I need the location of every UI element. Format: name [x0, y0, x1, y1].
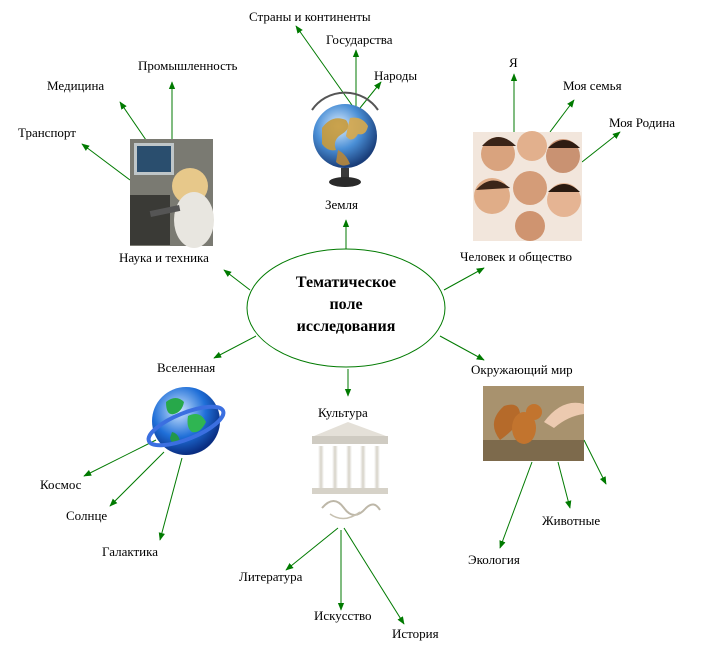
- arrow-history: [343, 527, 405, 625]
- center-line-1: Тематическое: [296, 274, 396, 291]
- label-human: Человек и общество: [460, 249, 572, 264]
- center-ellipse: [246, 248, 446, 368]
- label-states: Государства: [326, 32, 393, 47]
- label-industry: Промышленность: [138, 58, 238, 73]
- label-culture: Культура: [318, 405, 368, 420]
- label-history: История: [392, 626, 439, 641]
- squirrel-picture: [483, 386, 584, 461]
- label-sun: Солнце: [66, 508, 107, 523]
- label-homeland: Моя Родина: [609, 115, 675, 130]
- arrow-cosmos: [83, 439, 157, 477]
- arrow-center-universe: [213, 335, 257, 359]
- label-earth: Земля: [325, 197, 358, 212]
- arrow-world-extra: [583, 439, 607, 485]
- arrow-peoples: [359, 81, 382, 109]
- label-art: Искусство: [314, 608, 372, 623]
- arrow-medicine: [119, 101, 147, 141]
- label-me: Я: [509, 55, 518, 70]
- label-transport: Транспорт: [18, 125, 76, 140]
- label-literature: Литература: [239, 569, 303, 584]
- arrow-ecology: [499, 461, 533, 549]
- arrow-center-science: [223, 269, 251, 291]
- label-animals: Животные: [542, 513, 600, 528]
- label-cosmos: Космос: [40, 477, 82, 492]
- arrow-countries: [295, 25, 355, 109]
- center-line-3: исследования: [297, 318, 396, 335]
- arrow-center-human: [443, 267, 485, 291]
- hub-labels: Земля Наука и техника Человек и общество…: [119, 197, 573, 420]
- label-galaxy: Галактика: [102, 544, 158, 559]
- label-science: Наука и техника: [119, 250, 209, 265]
- arrows: [81, 25, 621, 625]
- label-family: Моя семья: [563, 78, 622, 93]
- center-node: Тематическое поле исследования: [246, 248, 446, 368]
- arrow-center-world: [439, 335, 485, 361]
- label-peoples: Народы: [374, 68, 417, 83]
- label-medicine: Медицина: [47, 78, 104, 93]
- arrow-galaxy: [158, 457, 183, 541]
- arrow-homeland: [581, 131, 621, 163]
- arrow-transport: [81, 143, 131, 181]
- faces-picture: [473, 131, 582, 241]
- computer-picture: [130, 139, 214, 248]
- label-universe: Вселенная: [157, 360, 215, 375]
- temple-picture: [312, 422, 388, 520]
- arrow-literature: [285, 527, 339, 571]
- leaf-labels: Страны и континенты Государства Народы П…: [18, 9, 675, 641]
- arrow-animals: [557, 461, 572, 509]
- globe-picture: [311, 91, 379, 187]
- center-line-2: поле: [329, 296, 362, 313]
- label-countries: Страны и континенты: [249, 9, 371, 24]
- label-world: Окружающий мир: [471, 362, 573, 377]
- label-ecology: Экология: [468, 552, 520, 567]
- arrow-sun: [109, 451, 165, 507]
- arrow-family: [549, 99, 575, 133]
- planet-picture: [146, 387, 226, 455]
